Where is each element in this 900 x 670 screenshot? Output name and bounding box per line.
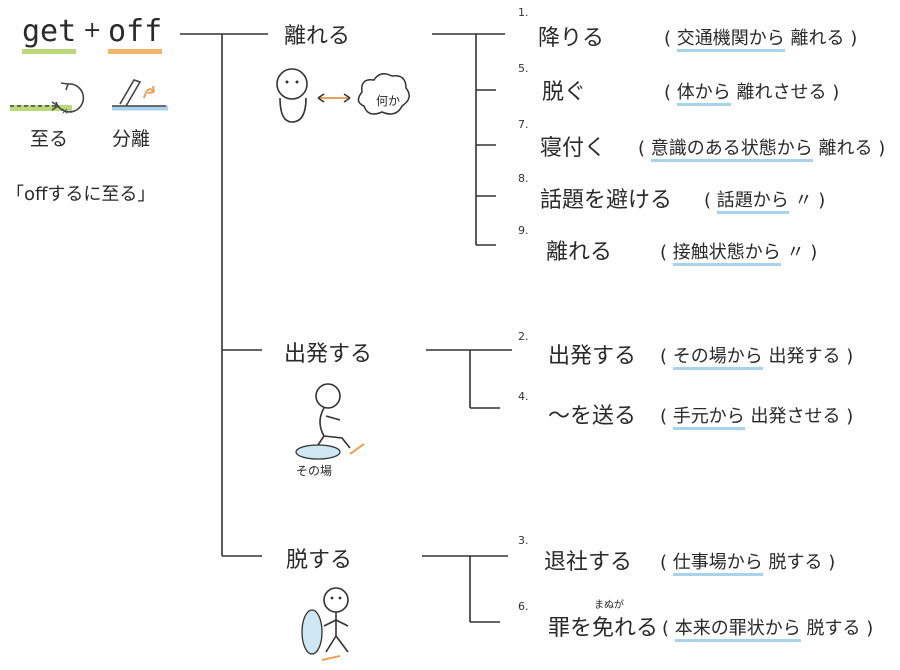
- item-verb: 〜を送る: [548, 404, 637, 429]
- item-number: 6.: [518, 600, 529, 613]
- item-verb: 脱ぐ: [542, 80, 587, 105]
- item-gloss: ( 意識のある状態から 離れる ): [638, 134, 885, 162]
- item-number: 8.: [518, 172, 529, 185]
- item-verb: 退社する: [544, 550, 633, 575]
- item-verb: 降りる: [538, 26, 605, 51]
- header-off: off: [108, 14, 163, 54]
- item-gloss: ( 話題から 〃 ): [704, 186, 825, 214]
- item-number: 1.: [518, 6, 529, 19]
- person-with-something-illustration: [276, 68, 410, 123]
- item-number: 5.: [518, 62, 529, 75]
- bubble-label: 何か: [376, 94, 401, 108]
- item-gloss: ( 交通機関から 離れる ): [664, 24, 857, 52]
- separate-icon: [112, 79, 168, 111]
- item-verb: 罪を免れる: [548, 616, 659, 641]
- person-leaving-illustration: [295, 383, 365, 460]
- item-gloss: ( 仕事場から 脱する ): [660, 548, 835, 576]
- item-verb: 離れる: [546, 240, 613, 265]
- item-number: 7.: [518, 118, 529, 131]
- item-number: 9.: [518, 224, 529, 237]
- item-verb: 話題を避ける: [540, 188, 673, 213]
- item-gloss: ( 体から 離れさせる ): [664, 78, 839, 106]
- reach-icon: ×: [10, 82, 85, 116]
- label-separate: 分離: [112, 128, 151, 150]
- place-label: その場: [296, 464, 333, 478]
- item-verb: 寝付く: [540, 136, 607, 161]
- label-reach: 至る: [30, 128, 69, 150]
- item-gloss: ( 本来の罪状から 脱する ): [662, 614, 873, 642]
- header-get: get: [22, 14, 77, 54]
- person-escaping-illustration: [301, 587, 349, 661]
- item-number: 2.: [518, 330, 529, 343]
- header-plus: +: [83, 18, 102, 43]
- item-ruby: まぬが: [594, 600, 624, 611]
- item-number: 3.: [518, 534, 529, 547]
- header-caption: 「offするに至る」: [6, 184, 156, 205]
- category-label-shuppatsu: 出発する: [284, 342, 373, 367]
- svg-text:×: ×: [61, 107, 69, 116]
- item-gloss: ( 手元から 出発させる ): [660, 402, 853, 430]
- item-gloss: ( 接触状態から 〃 ): [660, 238, 817, 266]
- item-number: 4.: [518, 390, 529, 403]
- category-label-hanareru: 離れる: [284, 24, 351, 49]
- item-gloss: ( その場から 出発する ): [660, 342, 853, 370]
- item-verb: 出発する: [548, 344, 637, 369]
- category-label-dassuru: 脱する: [286, 548, 353, 573]
